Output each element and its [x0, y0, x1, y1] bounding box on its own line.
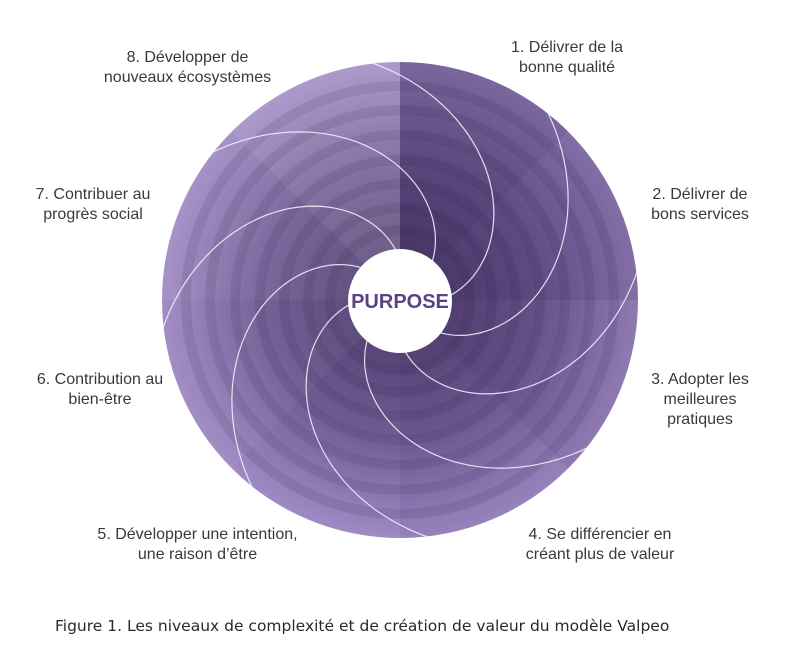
sector-3 [400, 300, 638, 469]
level-4-line-1: 4. Se différencier en [528, 526, 672, 543]
figure-caption: Figure 1. Les niveaux de complexité et d… [55, 617, 670, 635]
level-1-label: 1. Délivrer de la bonne qualité [497, 38, 637, 78]
level-6-label: 6. Contribution au bien-être [25, 370, 175, 410]
level-5-line-1: 5. Développer une intention, [97, 526, 298, 543]
sector-8 [231, 62, 400, 300]
swirl-group [162, 62, 638, 538]
purpose-label: PURPOSE [351, 291, 449, 313]
sector-group [162, 62, 638, 538]
level-5-label: 5. Développer une intention, une raison … [75, 525, 320, 565]
level-7-label: 7. Contribuer au progrès social [18, 185, 168, 225]
level-ring-2 [303, 203, 497, 397]
swirl-line-6 [305, 299, 444, 538]
level-ring-5 [230, 130, 570, 470]
level-3-line-1: 3. Adopter les [651, 371, 749, 388]
swirl-line-1 [197, 131, 437, 272]
swirl-line-5 [363, 328, 603, 469]
level-1-line-2: bonne qualité [518, 59, 616, 76]
level-2-label: 2. Délivrer de bons services [630, 185, 770, 225]
level-ring-1 [325, 225, 475, 375]
level-2-line-2: bons services [651, 206, 749, 223]
level-6-line-1: 6. Contribution au [36, 371, 164, 388]
sector-1 [400, 62, 569, 300]
level-3-label: 3. Adopter les meilleures pratiques [640, 370, 760, 430]
level-8-line-1: 8. Développer de [126, 49, 249, 66]
level-5-line-2: une raison d’être [137, 546, 258, 563]
level-3-line-2: meilleures [663, 391, 737, 408]
purpose-circle [348, 249, 452, 353]
swirl-line-2 [356, 62, 495, 301]
level-ring-3 [279, 179, 521, 421]
sector-4 [400, 300, 569, 538]
sector-2 [400, 131, 638, 300]
level-6-line-2: bien-être [68, 391, 132, 408]
level-7-line-2: progrès social [43, 206, 143, 223]
level-ring-4 [255, 155, 545, 445]
level-7-line-1: 7. Contribuer au [35, 186, 151, 203]
level-8-line-2: nouveaux écosystèmes [103, 69, 272, 86]
sector-6 [162, 300, 400, 469]
swirl-line-3 [428, 97, 569, 337]
level-ring-7 [181, 81, 619, 519]
swirl-line-4 [399, 256, 638, 395]
level-ring-6 [205, 105, 595, 495]
swirl-line-8 [162, 205, 401, 344]
level-8-label: 8. Développer de nouveaux écosystèmes [95, 48, 280, 88]
level-4-label: 4. Se différencier en créant plus de val… [505, 525, 695, 565]
swirl-line-7 [231, 263, 372, 503]
sector-7 [162, 131, 400, 300]
level-1-line-1: 1. Délivrer de la [510, 39, 624, 56]
ring-group [181, 81, 619, 519]
level-3-line-3: pratiques [667, 411, 733, 428]
level-2-line-1: 2. Délivrer de [652, 186, 748, 203]
level-4-line-2: créant plus de valeur [525, 546, 675, 563]
